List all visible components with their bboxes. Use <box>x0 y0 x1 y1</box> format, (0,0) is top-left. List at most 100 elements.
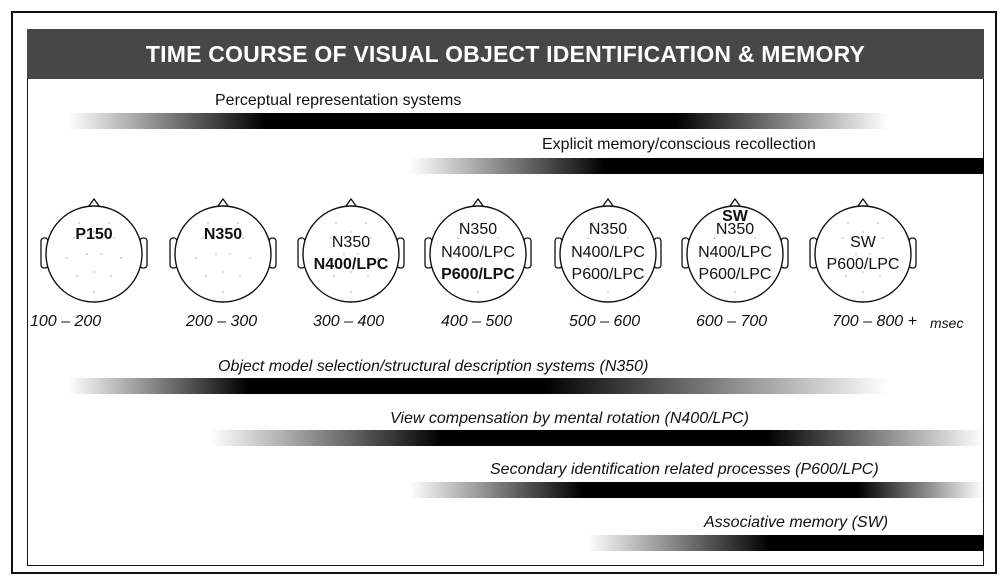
erp-component-label: P600/LPC <box>826 256 900 273</box>
electrode-dot <box>76 275 78 277</box>
electrode-dot <box>350 231 352 233</box>
secondary-label: Secondary identification related process… <box>490 461 879 478</box>
electrode-dot <box>862 291 864 293</box>
electrode-dot <box>242 237 244 239</box>
erp-component-label: P600/LPC <box>571 266 645 283</box>
electrode-dot <box>727 253 729 255</box>
electrode-dot <box>113 237 115 239</box>
electrode-dot <box>93 231 95 233</box>
object-model-bar <box>68 378 888 394</box>
time-window-5: 500 – 600 <box>569 313 641 330</box>
scalp-outline <box>424 197 532 303</box>
erp-component-label: N400/LPC <box>698 244 772 261</box>
erp-component-label: P600/LPC <box>441 266 515 283</box>
erp-component-label: SW <box>722 208 748 225</box>
electrode-dot <box>504 257 506 259</box>
erp-component-label: N400/LPC <box>441 244 515 261</box>
electrode-dot <box>877 222 879 224</box>
scalp-outline <box>809 197 917 303</box>
electrode-dot <box>370 237 372 239</box>
electrode-dot <box>707 257 709 259</box>
electrode-dot <box>470 253 472 255</box>
head-outline <box>559 205 657 303</box>
scalp-outline <box>681 197 789 303</box>
associative-label: Associative memory (SW) <box>704 514 889 531</box>
secondary-bar <box>410 482 984 498</box>
scalp-outline <box>554 197 662 303</box>
electrode-dot <box>590 275 592 277</box>
electrode-dot <box>847 222 849 224</box>
electrode-dot <box>202 237 204 239</box>
electrode-dot <box>497 237 499 239</box>
electrode-dot <box>600 253 602 255</box>
electrode-dot <box>457 237 459 239</box>
time-unit: msec <box>930 315 964 331</box>
electrode-dot <box>882 237 884 239</box>
time-window-1: 100 – 200 <box>30 313 102 330</box>
erp-component-label: P600/LPC <box>698 266 772 283</box>
electrode-dot <box>477 231 479 233</box>
erp-component-label: N350 <box>715 221 755 238</box>
electrode-dot <box>607 271 609 273</box>
electrode-dot <box>754 237 756 239</box>
electrode-dot <box>879 275 881 277</box>
head-outline <box>302 205 400 303</box>
scalp-map-1: P150 <box>39 197 149 308</box>
electrode-dot <box>842 237 844 239</box>
erp-component-label: N400/LPC <box>571 244 645 261</box>
electrode-dot <box>462 222 464 224</box>
explicit-bar <box>410 158 984 174</box>
electrode-dot <box>229 253 231 255</box>
electrode-dot <box>237 222 239 224</box>
electrode-dot <box>484 253 486 255</box>
electrode-dot <box>367 275 369 277</box>
associative-bar <box>587 535 984 551</box>
electrode-dot <box>78 222 80 224</box>
electrode-dot <box>751 275 753 277</box>
electrode-dot <box>205 275 207 277</box>
electrode-dot <box>477 291 479 293</box>
time-window-7: 700 – 800 + <box>832 313 917 330</box>
electrode-dot <box>717 275 719 277</box>
electrode-dot <box>761 257 763 259</box>
electrode-dot <box>862 231 864 233</box>
electrode-dot <box>492 222 494 224</box>
erp-component-label: P150 <box>75 226 113 243</box>
electrode-dot <box>734 231 736 233</box>
electrode-dot <box>749 222 751 224</box>
view-comp-bar <box>210 430 984 446</box>
electrode-dot <box>592 222 594 224</box>
electrode-dot <box>86 253 88 255</box>
electrode-dot <box>66 257 68 259</box>
erp-component-label: N350 <box>203 226 243 243</box>
title-bar: TIME COURSE OF VISUAL OBJECT IDENTIFICAT… <box>27 29 984 79</box>
scalp-outline <box>40 197 148 303</box>
electrode-dot <box>93 291 95 293</box>
electrode-dot <box>215 253 217 255</box>
electrode-dot <box>350 291 352 293</box>
head-outline <box>174 205 272 303</box>
electrode-dot <box>627 237 629 239</box>
head-outline <box>429 205 527 303</box>
electrode-dot <box>607 231 609 233</box>
time-window-2: 200 – 300 <box>186 313 258 330</box>
electrode-dot <box>734 291 736 293</box>
electrode-dot <box>719 222 721 224</box>
electrode-dot <box>741 253 743 255</box>
object-model-label: Object model selection/structural descri… <box>218 358 649 375</box>
electrode-dot <box>350 271 352 273</box>
electrode-dot <box>207 222 209 224</box>
erp-component-label: N350 <box>588 221 628 238</box>
electrode-dot <box>343 253 345 255</box>
electrode-dot <box>835 257 837 259</box>
electrode-dot <box>100 253 102 255</box>
head-outline <box>45 205 143 303</box>
perceptual-label: Perceptual representation systems <box>215 92 462 109</box>
electrode-dot <box>862 271 864 273</box>
electrode-dot <box>494 275 496 277</box>
electrode-dot <box>734 271 736 273</box>
electrode-dot <box>195 257 197 259</box>
